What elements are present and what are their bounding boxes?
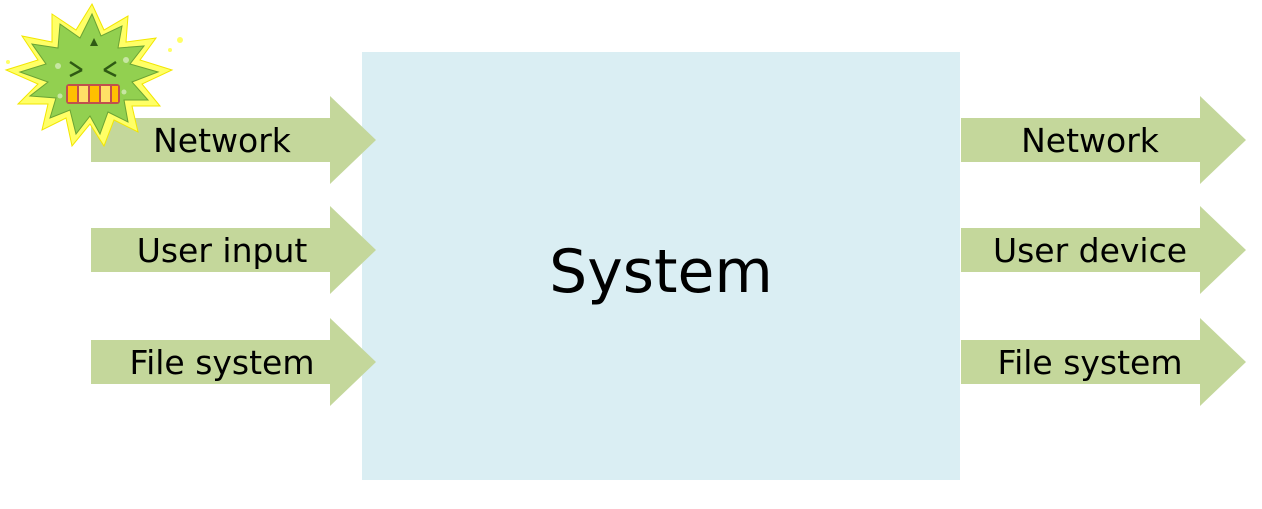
output-arrow-label: File system xyxy=(997,343,1182,382)
system-label: System xyxy=(549,237,773,307)
input-arrow-label: File system xyxy=(129,343,314,382)
output-arrow-label: User device xyxy=(993,231,1187,270)
output-arrow-user-device: User device xyxy=(961,206,1246,294)
input-arrow-user-input: User input xyxy=(91,206,376,294)
input-arrow-network: Network xyxy=(91,96,376,184)
output-arrow-file-system: File system xyxy=(961,318,1246,406)
input-arrow-label: User input xyxy=(137,231,308,270)
virus-icon xyxy=(4,2,183,148)
system-box xyxy=(362,52,960,480)
output-arrow-label: Network xyxy=(1021,121,1160,160)
input-arrow-label: Network xyxy=(153,121,292,160)
output-arrow-network: Network xyxy=(961,96,1246,184)
input-arrow-file-system: File system xyxy=(91,318,376,406)
